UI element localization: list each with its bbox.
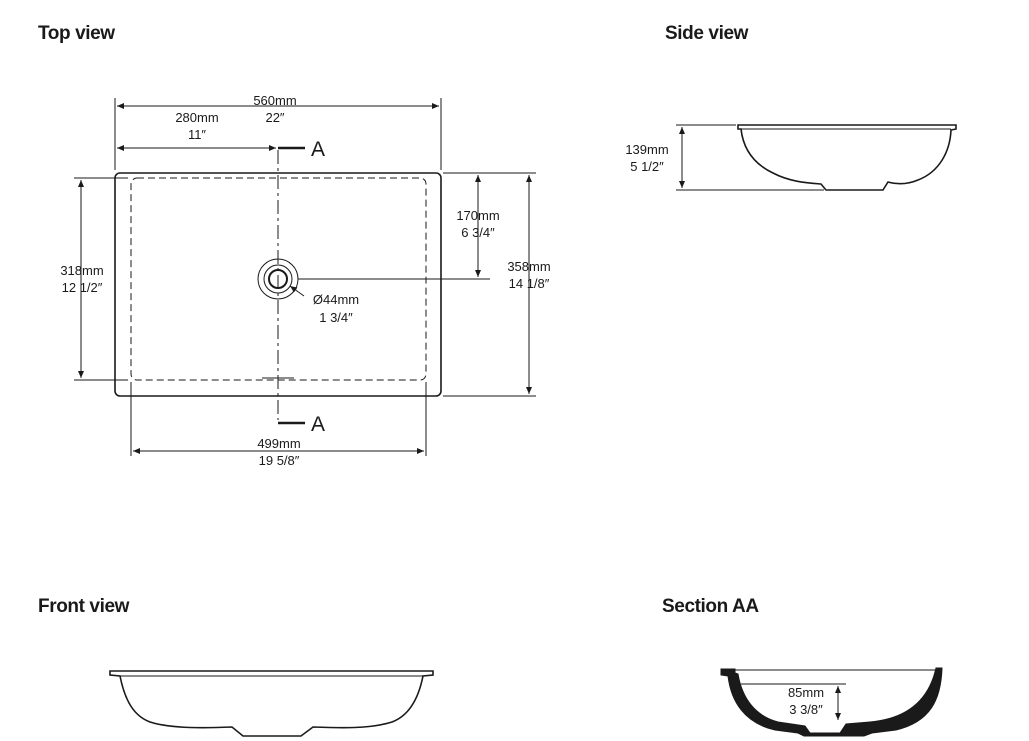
bowl-depth-in: 3 3/8″ — [789, 702, 823, 717]
drain-diameter-mm: Ø44mm — [313, 292, 359, 307]
side-view-title: Side view — [665, 23, 749, 44]
inner-depth-in: 12 1/2″ — [62, 280, 103, 295]
section-aa-title: Section AA — [662, 596, 759, 617]
drain-offset-in: 6 3/4″ — [461, 225, 495, 240]
half-width-in: 11″ — [188, 127, 206, 142]
front-profile — [109, 670, 434, 737]
side-view: Side view 139mm 5 1/2″ — [625, 23, 957, 191]
drain-offset-mm: 170mm — [456, 208, 499, 223]
half-width-mm: 280mm — [175, 110, 218, 125]
bowl-depth-mm: 85mm — [788, 685, 824, 700]
front-view-title: Front view — [38, 596, 130, 617]
height-mm: 139mm — [625, 142, 668, 157]
inner-depth-mm: 318mm — [60, 263, 103, 278]
overall-depth-mm: 358mm — [507, 259, 550, 274]
front-view: Front view — [38, 596, 434, 737]
inner-width-mm: 499mm — [257, 436, 300, 451]
drain-diameter-in: 1 3/4″ — [319, 310, 353, 325]
top-view-title: Top view — [38, 23, 115, 44]
overall-depth-in: 14 1/8″ — [509, 276, 550, 291]
overall-width-mm: 560mm — [253, 93, 296, 108]
leader-drain — [289, 285, 305, 297]
inner-width-in: 19 5/8″ — [259, 453, 300, 468]
section-shell — [720, 667, 943, 737]
height-in: 5 1/2″ — [630, 159, 664, 174]
section-marker-top: A — [311, 138, 325, 161]
top-view: Top view A A 560mm 22″ 280mm 11″ 318mm — [38, 23, 551, 468]
side-profile — [737, 124, 957, 191]
section-aa-view: Section AA 85mm 3 3/8″ — [662, 596, 943, 737]
section-marker-bottom: A — [311, 413, 325, 436]
overall-width-in: 22″ — [265, 110, 284, 125]
